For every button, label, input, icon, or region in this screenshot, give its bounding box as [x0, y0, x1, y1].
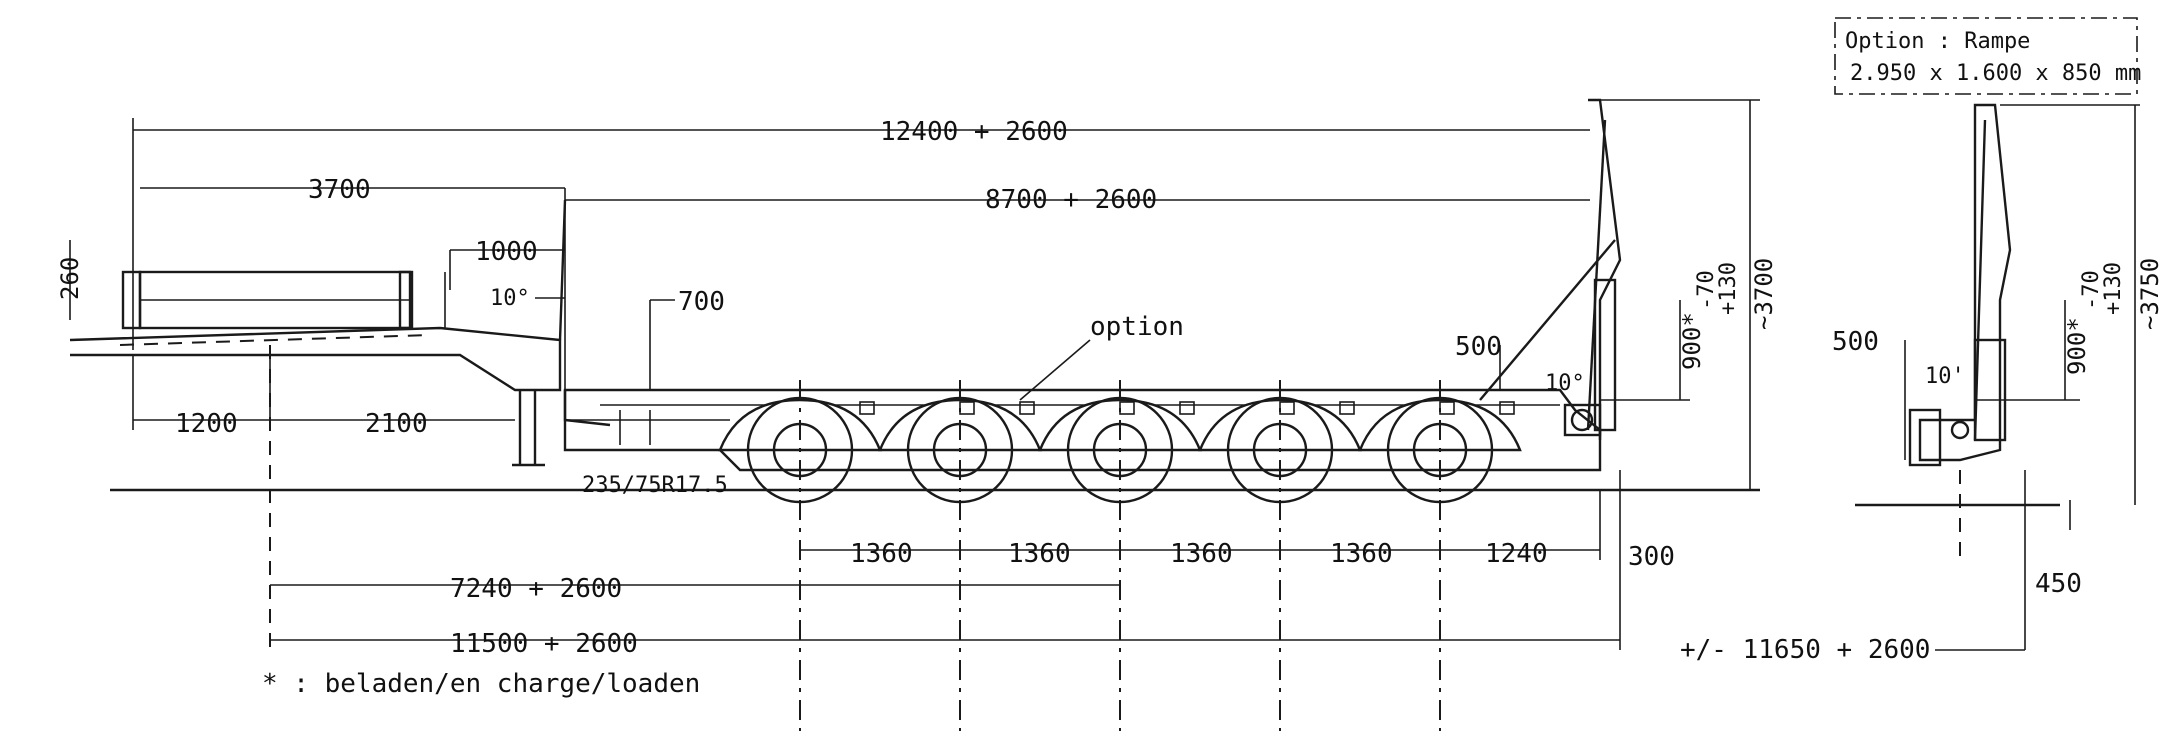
- trailer-side-view: [69, 98, 1760, 504]
- tyre-size: 235/75R17.5: [582, 473, 728, 498]
- dim-kingpin-front: 1200: [175, 409, 238, 439]
- side-dim-ramp-length: 450: [2035, 569, 2082, 599]
- side-dim-load-height: 900*: [2063, 317, 2091, 375]
- option-label: option: [1090, 312, 1184, 342]
- dim-overall-height: ~3700: [1750, 258, 1778, 330]
- side-dim-load-tol-plus: +130: [2101, 262, 2126, 315]
- dim-axle-spacing-2: 1360: [1008, 539, 1071, 569]
- gooseneck-frame: [69, 326, 562, 392]
- side-dim-load-tol-minus: -70: [2079, 270, 2104, 310]
- dim-ramp-500: 500: [1455, 332, 1502, 362]
- side-dim-overall-height: ~3750: [2136, 258, 2164, 330]
- dim-axle-spacing-1: 1360: [850, 539, 913, 569]
- dim-kingpin-to-3rd-axle: 7240 + 2600: [450, 574, 622, 604]
- dim-neck-angle: 10°: [490, 286, 530, 311]
- option-box-title: Option : Rampe: [1845, 29, 2030, 54]
- side-dim-ramp-500: 500: [1832, 327, 1879, 357]
- option-box: Option : Rampe 2.950 x 1.600 x 850 mm: [1834, 17, 2141, 95]
- gooseneck-front: [121, 270, 142, 330]
- footnote: * : beladen/en charge/loaden: [262, 669, 700, 699]
- dim-ramp-angle: 10°: [1545, 371, 1585, 396]
- lowbed-deck: [563, 388, 1602, 472]
- side-dim-overall-length: +/- 11650 + 2600: [1680, 635, 1930, 665]
- dim-step: 700: [678, 287, 725, 317]
- dim-gooseneck: 3700: [308, 175, 371, 205]
- rear-ramp: [1588, 98, 1622, 440]
- rear-end-view: 500 10' 900* -70 +130 ~3750 450 +/- 1165…: [1680, 103, 2164, 665]
- dim-neck-height: 1000: [475, 237, 538, 267]
- dim-load-height: 900*: [1678, 312, 1706, 370]
- dimension-labels: 12400 + 2600 8700 + 2600 3700 1000 10° 2…: [56, 117, 1778, 699]
- dimension-lines: [69, 99, 1760, 731]
- dim-kingpin-to-neck: 2100: [365, 409, 428, 439]
- dim-axle-spacing-4: 1360: [1330, 539, 1393, 569]
- side-dim-ramp-angle: 10': [1925, 364, 1965, 389]
- dim-axle-spacing-3: 1360: [1170, 539, 1233, 569]
- dim-rear-overhang: 1240: [1485, 539, 1548, 569]
- dim-load-tol-plus: +130: [1716, 262, 1741, 315]
- dim-neck-front-height: 260: [56, 257, 84, 300]
- dim-load-tol-minus: -70: [1694, 270, 1719, 310]
- dim-total-length: 12400 + 2600: [880, 117, 1068, 147]
- dim-deck-length: 8700 + 2600: [985, 185, 1157, 215]
- dim-kingpin-to-rear: 11500 + 2600: [450, 629, 638, 659]
- option-box-size: 2.950 x 1.600 x 850 mm: [1850, 61, 2141, 86]
- deck-brackets: [859, 401, 1515, 415]
- dim-ramp-rear: 300: [1628, 542, 1675, 572]
